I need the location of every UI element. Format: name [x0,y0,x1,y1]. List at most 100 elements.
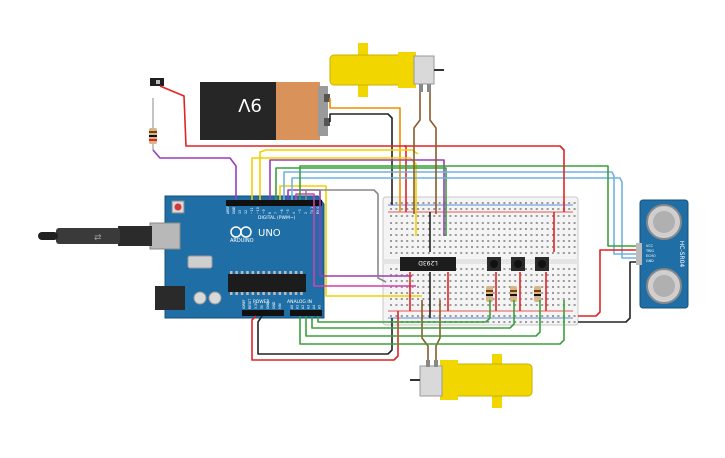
power-pin-label-4: GND [266,301,270,309]
digital-pin-label-7: 8 [268,212,272,214]
dc-motor-bottom[interactable] [410,354,533,408]
arduino-model: UNO [258,228,281,239]
l293d-driver-ic[interactable]: L293D [400,257,456,271]
digital-pin-label-8: 7 [274,212,278,214]
arduino-uno-board[interactable]: ⇄ ARDUINO UNO DIGITAL (PWM~) POWER ANALO… [38,195,325,319]
analog-pin-label-0: A0 [290,305,294,309]
power-pin-label-5: GND [272,301,276,309]
digital-pin-label-6: ~9 [262,209,266,214]
digital-pin-label-5: ~10 [256,207,260,214]
digital-pin-label-9: ~6 [280,209,284,214]
wire-motor-bottom-b [435,300,441,360]
ultrasonic-pin-label-0: VCC [646,244,654,248]
battery-terminal-positive[interactable] [324,94,330,102]
ultrasonic-pin-label-2: ECHO [646,254,656,258]
power-pin-label-1: RESET [248,299,252,309]
analog-pin-label-5: A5 [318,305,322,309]
analog-pin-label-2: A2 [301,305,305,309]
wire-green-a1 [305,300,541,337]
wire-blue-1 [283,171,636,255]
power-pin-label-2: 3.3V [254,301,258,309]
wire-green-us [299,165,636,247]
power-pin-label-0: IOREF [242,299,246,309]
ultrasonic-label: HC-SR04 [678,241,685,268]
digital-pin-label-14: TX 1 [310,207,314,215]
digital-pin-label-10: ~5 [286,209,290,214]
wire-yellow-3 [279,185,422,297]
analog-pin-label-1: A1 [296,305,300,309]
wire-blue-2 [291,177,636,259]
digital-pin-label-11: 4 [292,212,296,214]
analog-pin-label-3: A3 [307,305,311,309]
usb-cable [56,228,120,244]
wire-motor-top-a [413,92,421,214]
usb-plug [118,226,152,246]
resistor-switch [149,98,157,150]
digital-pin-label-0: AREF [226,206,230,214]
ultrasonic-header[interactable] [636,243,642,265]
wire-green-a3 [317,300,491,323]
arduino-brand: ARDUINO [230,238,254,244]
wire-purple-1 [269,159,445,236]
resistor-3 [534,286,541,302]
push-button-3[interactable] [535,257,549,271]
wire-red-us-vcc [578,249,636,317]
digital-pin-label-15: RX 0 [316,207,320,214]
dc-motor-top[interactable] [329,43,444,97]
driver-ic-label: L293D [418,259,438,266]
ultrasonic-pin-label-1: TRIG [645,249,654,253]
resistor-1 [486,286,493,302]
digital-pin-label-1: GND [232,206,236,214]
power-pin-label-3: 5V [260,304,264,309]
battery-9v[interactable]: 9V [200,82,330,140]
wire-battery-negative [329,113,393,205]
usb-cable-end [38,232,58,240]
battery-voltage-label: 9V [237,94,261,115]
atmega-chip-pins [230,271,303,295]
battery-terminal-cap [318,86,328,136]
digital-pin-label-2: 13 [238,210,242,214]
arduino-logo-icon [230,226,252,238]
wire-green-a2 [311,300,515,329]
slide-switch[interactable] [150,78,164,86]
digital-pin-label-12: ~3 [298,209,302,214]
push-button-1[interactable] [487,257,501,271]
wire-switch-purple [152,149,237,200]
digital-pin-label-13: 2 [304,212,308,214]
wire-magenta [295,193,416,287]
digital-header[interactable] [226,200,322,206]
analog-header[interactable] [290,310,322,316]
battery-body-copper [276,82,320,140]
resistor-2 [510,286,517,302]
analog-label: ANALOG IN [287,299,312,305]
push-button-2[interactable] [511,257,525,271]
wire-motor-top-b [429,92,437,214]
digital-header-label: DIGITAL (PWM~) [258,215,296,221]
battery-body-dark [200,82,280,140]
digital-pin-label-3: 12 [244,210,248,214]
power-pin-label-6: VIN [278,303,282,309]
wire-yellow-1 [251,157,417,236]
wire-red-top-rail [404,145,565,212]
ultrasonic-pin-label-3: GND [646,259,654,263]
svg-text:⇄: ⇄ [94,233,102,243]
wire-green-top [275,167,447,236]
analog-pin-label-4: A4 [312,305,316,309]
atmega-chip [228,274,306,292]
wire-black-us-gnd [578,261,636,323]
digital-pin-label-4: ~11 [250,207,254,214]
wire-green-a0 [299,300,565,345]
breadboard[interactable] [382,196,579,326]
wire-motor-bottom-a [421,300,429,360]
battery-terminal-negative[interactable] [324,118,330,126]
power-header[interactable] [242,310,284,316]
wire-red-5v [251,311,399,361]
wires [152,85,636,361]
